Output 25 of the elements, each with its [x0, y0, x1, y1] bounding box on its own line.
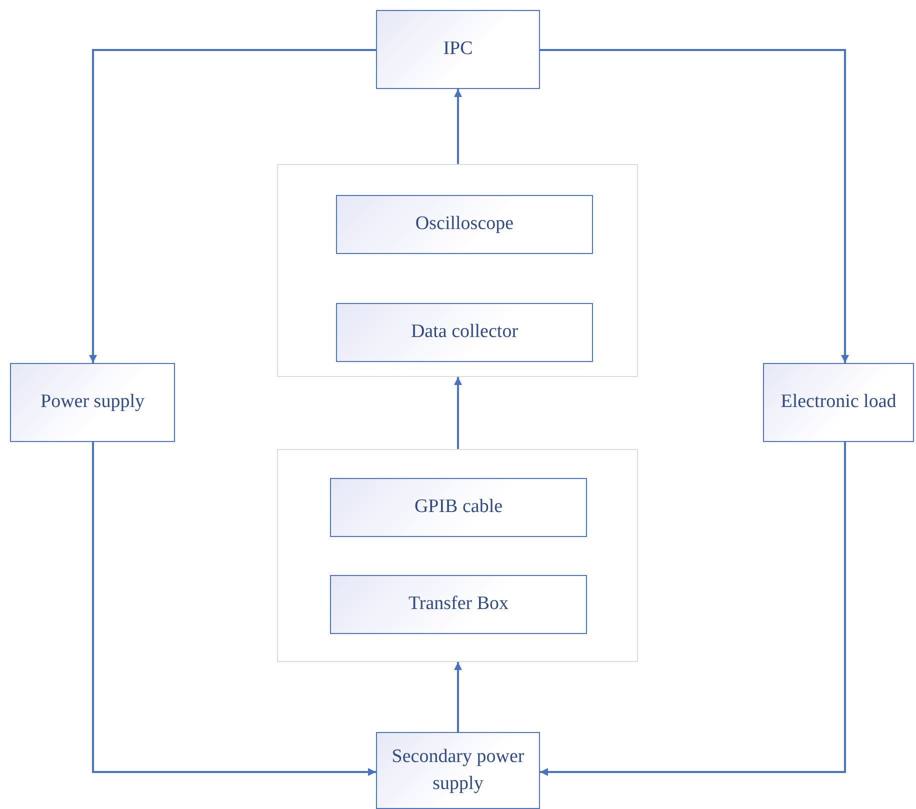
arrow	[540, 49, 849, 363]
node-label: GPIB cable	[413, 495, 504, 520]
arrow	[454, 662, 462, 732]
node-label: Oscilloscope	[414, 212, 515, 236]
arrow	[92, 442, 376, 776]
process-box	[336, 303, 593, 362]
process-box	[376, 732, 540, 809]
process-box	[376, 10, 540, 89]
process-box	[330, 575, 587, 634]
group-panel	[277, 164, 638, 377]
process-box	[330, 478, 587, 537]
node-label: Data collector	[410, 320, 520, 344]
node-label: Power supply	[40, 390, 146, 414]
node-label: Secondary power supply	[390, 744, 526, 796]
process-box	[763, 363, 914, 442]
node-label: IPC	[442, 37, 474, 62]
arrow	[540, 442, 846, 776]
node-label: Electronic load	[780, 390, 898, 414]
process-box	[336, 195, 593, 254]
group-panel	[277, 449, 638, 662]
arrow	[89, 49, 376, 363]
arrow	[454, 89, 462, 164]
arrow	[454, 377, 462, 449]
node-label: Transfer Box	[407, 592, 510, 616]
process-box	[10, 363, 175, 442]
